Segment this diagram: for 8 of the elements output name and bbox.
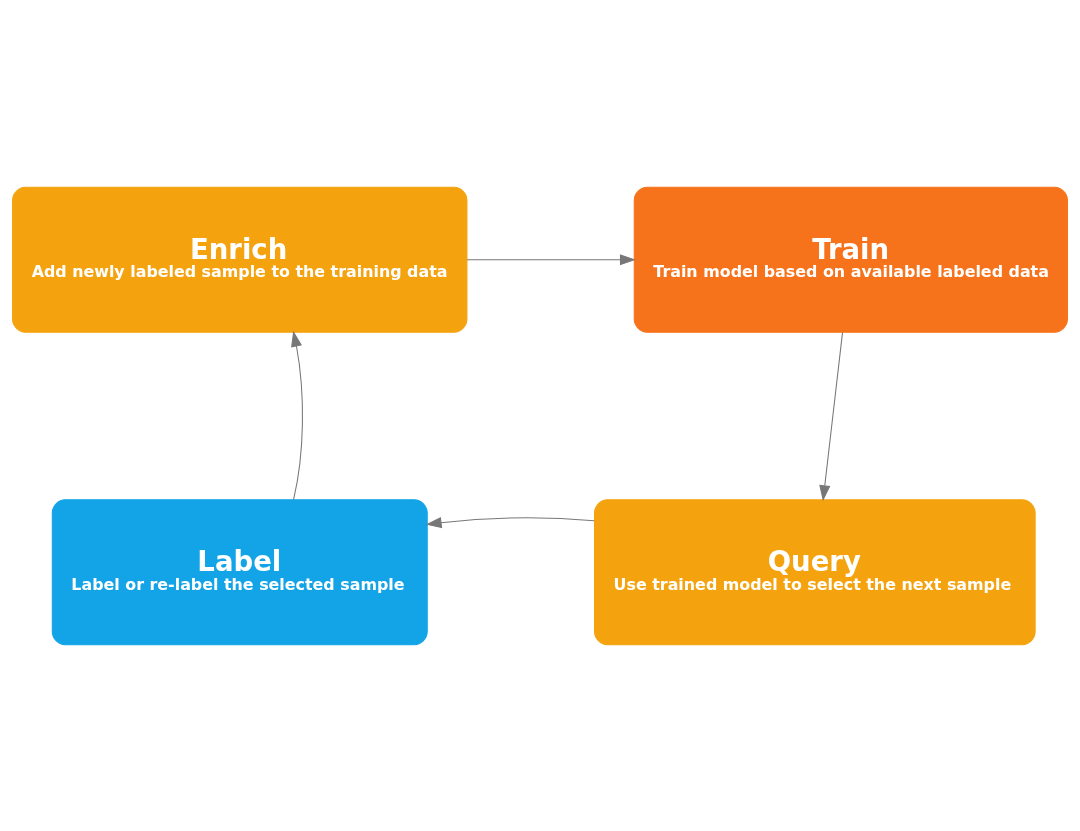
arrow	[466, 253, 636, 265]
arrow	[819, 331, 844, 501]
node-box: Label Label or re-label the selected sample	[51, 498, 428, 645]
node-box: Enrich Add newly labeled sample to the training data	[12, 186, 468, 333]
node-box: Train Train model based on available labeled data	[633, 186, 1068, 333]
node-box: Query Use trained model to select the next sample	[594, 498, 1036, 645]
arrow	[425, 516, 595, 528]
arrow	[291, 330, 303, 500]
